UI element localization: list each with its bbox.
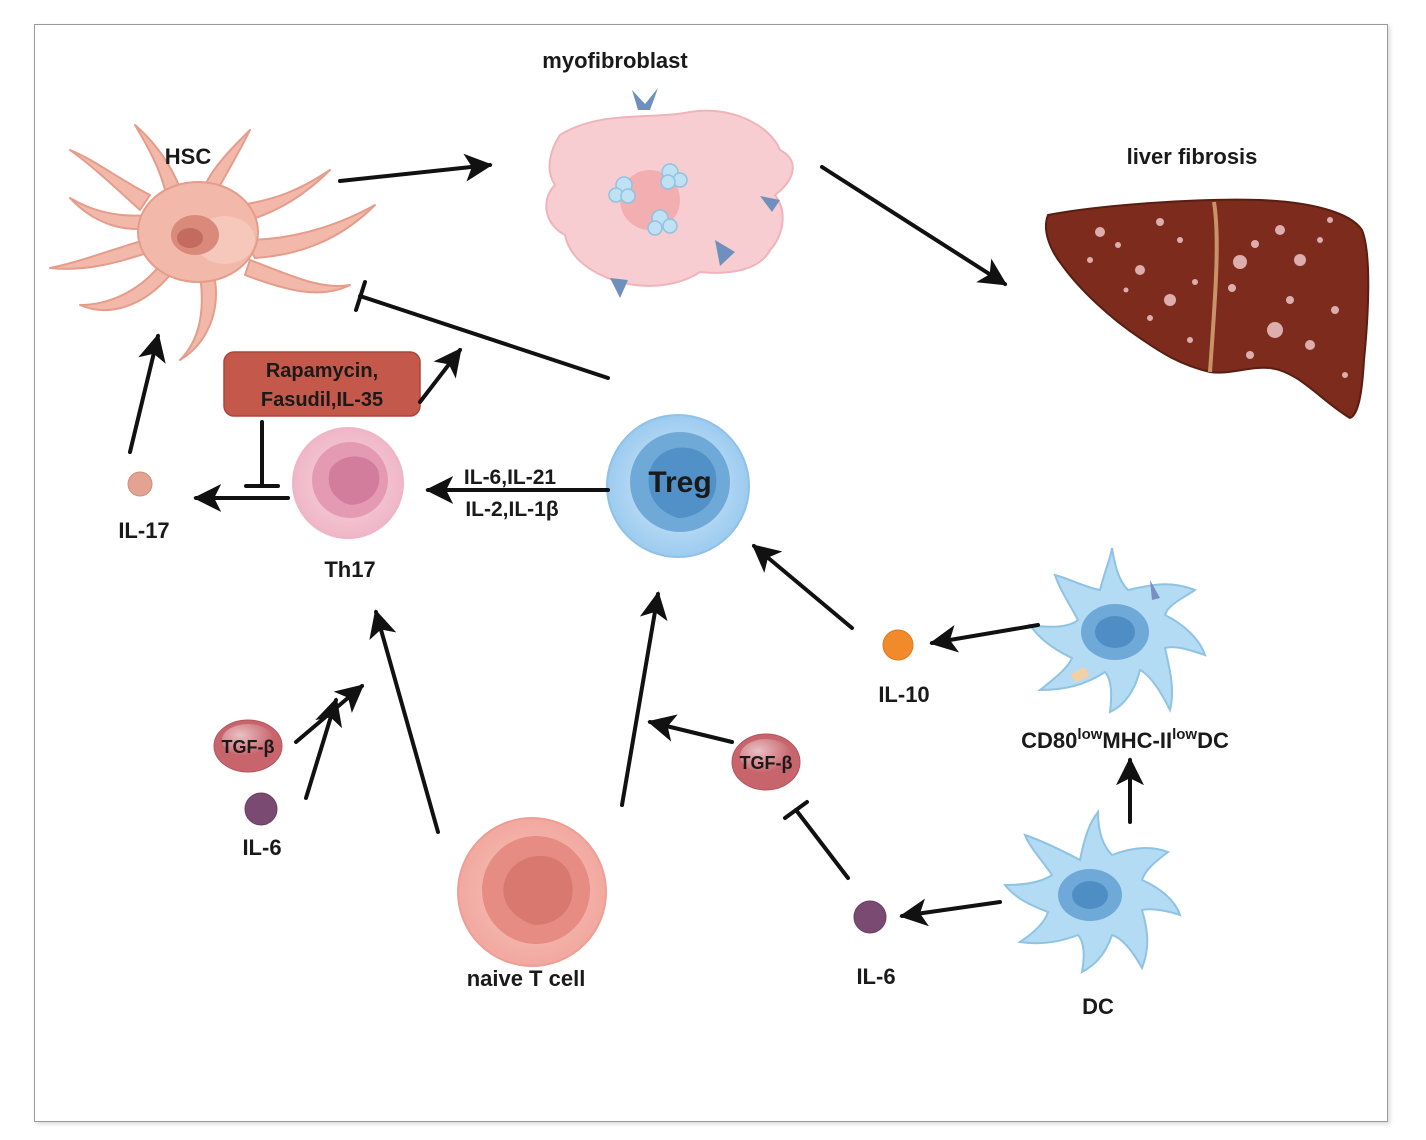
il17-molecule-icon	[127, 471, 153, 497]
myofibroblast-label: myofibroblast	[542, 48, 688, 73]
il6-left-molecule-icon	[244, 792, 278, 826]
arrow-drugs-up	[418, 347, 462, 404]
liver-icon	[1044, 198, 1370, 420]
treg-cell-icon	[606, 414, 750, 558]
liver-fibrosis-label: liver fibrosis	[1127, 144, 1258, 169]
th17-label: Th17	[324, 557, 375, 582]
cytokine-label-line2: IL-2,IL-1β	[465, 498, 559, 521]
arrow-tgfb-right	[647, 714, 734, 744]
cytokine-label-line1: IL-6,IL-21	[464, 466, 557, 489]
treg-label: Treg	[648, 466, 711, 499]
arrow-il6-left	[304, 697, 343, 800]
hsc-cell-icon	[49, 124, 376, 361]
myofibroblast-cell-icon	[545, 88, 794, 298]
inhibit-il6-to-tgfb	[783, 800, 850, 880]
il10-molecule-icon	[882, 629, 914, 661]
inhibit-drugs-to-th17	[244, 420, 280, 488]
il6-right-molecule-icon	[853, 900, 887, 934]
tgfb-right-label: TGF-β	[740, 753, 793, 773]
svg-text:CD80lowMHC-IIlowDC: CD80lowMHC-IIlowDC	[1021, 726, 1229, 753]
drug-label-line2: Fasudil,IL-35	[261, 389, 383, 411]
arrow-naive-to-th17	[369, 609, 440, 834]
il10-label: IL-10	[878, 682, 929, 707]
arrow-il10-to-treg	[751, 544, 854, 630]
arrow-tgfb-left	[294, 684, 365, 744]
arrow-myofibroblast-to-liver	[820, 165, 1008, 286]
tolerogenic-dc-cell-icon	[1027, 547, 1207, 714]
hsc-label: HSC	[165, 144, 212, 169]
dc-cell-icon	[1002, 809, 1182, 974]
il6-left-label: IL-6	[242, 835, 281, 860]
arrow-naive-to-treg	[620, 591, 668, 807]
arrow-hsc-to-myofibroblast	[338, 153, 493, 183]
tolerogenic-dc-label: CD80lowMHC-IIlowDC	[1021, 726, 1229, 753]
naive-t-cell-label: naive T cell	[467, 966, 586, 991]
drug-label-line1: Rapamycin,	[266, 360, 378, 382]
il17-label: IL-17	[118, 518, 169, 543]
inhibit-treg-to-hsc	[354, 280, 610, 380]
arrow-dc-to-il6	[899, 898, 1002, 927]
drug-box: Rapamycin, Fasudil,IL-35	[223, 351, 421, 417]
arrow-il17-to-hsc	[128, 333, 166, 454]
dc-label: DC	[1082, 994, 1114, 1019]
arrow-dc-tol-to-il10	[929, 623, 1040, 653]
tgfb-left-label: TGF-β	[222, 737, 275, 757]
naive-t-cell-icon	[457, 817, 607, 967]
il6-right-label: IL-6	[856, 964, 895, 989]
th17-cell-icon	[292, 427, 404, 539]
